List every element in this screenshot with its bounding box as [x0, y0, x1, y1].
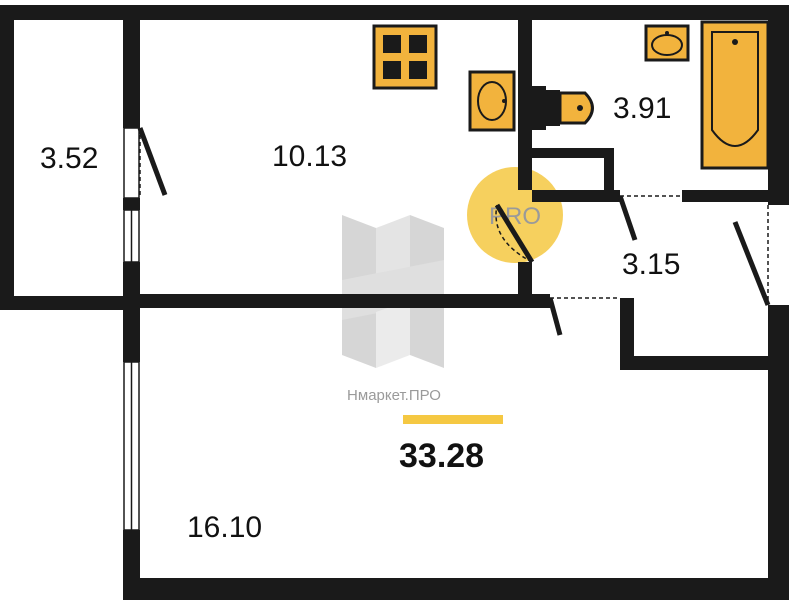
- room-area-bathroom: 3.91: [613, 92, 671, 125]
- sink-icon: [644, 24, 690, 62]
- watermark-logo: [342, 215, 444, 368]
- pro-badge: PRO: [467, 167, 563, 263]
- room-area-living-room: 16.10: [187, 511, 262, 544]
- sink-icon: [468, 70, 516, 132]
- windows: [123, 209, 140, 531]
- total-area: 33.28: [399, 437, 484, 475]
- toilet-icon: [532, 86, 594, 130]
- room-area-hallway: 3.15: [622, 248, 680, 281]
- watermark-text: Нмаркет.ПРО: [347, 387, 441, 404]
- stove-icon: [372, 24, 438, 90]
- room-area-kitchen: 10.13: [272, 140, 347, 173]
- room-area-balcony: 3.52: [40, 142, 98, 175]
- total-area-accent-bar: [403, 415, 503, 424]
- bathtub-icon: [700, 20, 770, 170]
- walls: [0, 5, 789, 600]
- doors: [123, 127, 771, 336]
